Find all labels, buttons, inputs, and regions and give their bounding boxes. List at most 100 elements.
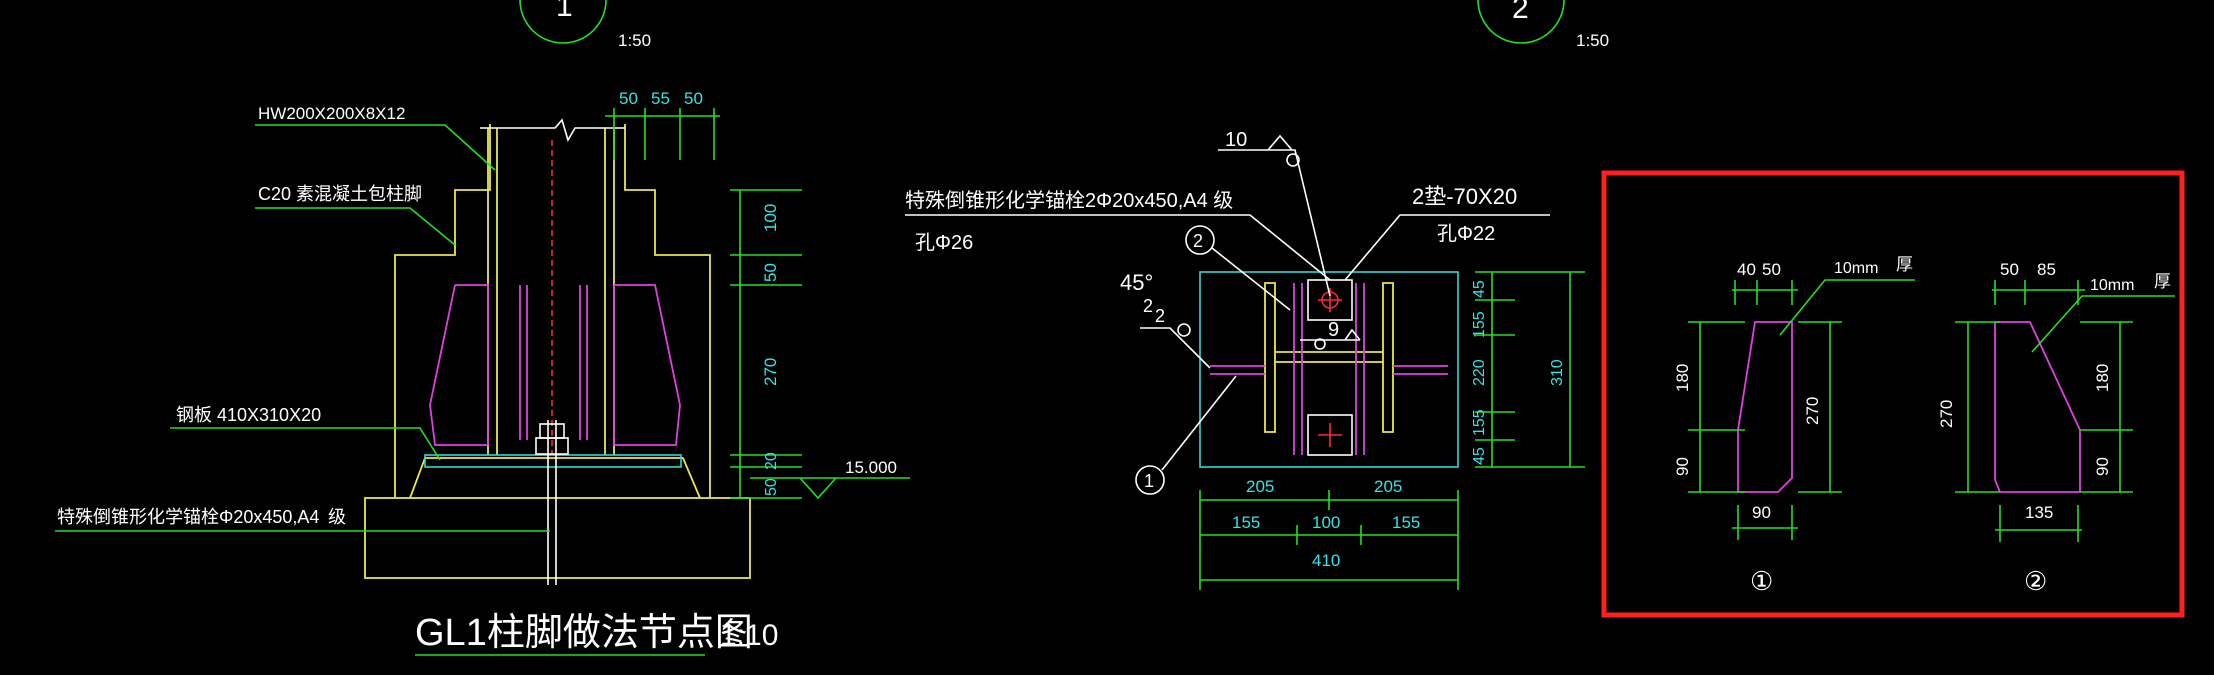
- plate-1-dim-right: [1798, 321, 1842, 493]
- plate-1-thickness-suffix: 厚: [1896, 255, 1913, 274]
- plate-2-dim-right-1: 180: [2093, 364, 2112, 392]
- plate-2-dim-right-2: 90: [2093, 457, 2112, 476]
- plate-1-thickness: 10mm: [1834, 260, 1878, 277]
- label-anchor-plan: 特殊倒锥形化学锚栓2Φ20x450,A4 级: [905, 189, 1233, 212]
- weld-size-top: 10: [1225, 129, 1247, 151]
- plan-dim-right-total: 310: [1549, 359, 1566, 386]
- weld-circle-left: [1177, 323, 1191, 337]
- view-marker-scale: 1:50: [618, 31, 651, 50]
- plan-dim-bottom-a2: 205: [1374, 477, 1402, 496]
- plate-2-dim-top-2: 85: [2037, 260, 2056, 279]
- leader-anchor-plan: [905, 214, 1331, 281]
- stiffener-plate-2: 50 85 10mm 厚 270 180 90 135 ②: [1937, 260, 2175, 596]
- plate-2-dim-bottom: [1995, 505, 2082, 542]
- plate-2-dim-left: [1955, 321, 2000, 493]
- plan-dim-lines-bottom: [1199, 490, 1459, 590]
- column-break-line: [480, 118, 625, 142]
- leader-steel: [255, 124, 496, 171]
- plate-2-thickness-leader: [2031, 295, 2175, 353]
- dim-top-1: 50: [619, 89, 638, 108]
- plan-view: 10 特殊倒锥形化学锚栓2Φ20x450,A4 级 孔Φ26 2垫-70X20 …: [905, 129, 1585, 590]
- section-title-scale: 1:10: [720, 619, 778, 652]
- foundation-block: [364, 497, 751, 579]
- weld-left-b: 2: [1155, 306, 1165, 326]
- weld-circle-top: [1286, 153, 1300, 167]
- plan-dim-bottom-c1: 410: [1312, 551, 1340, 570]
- label-anchor: 特殊倒锥形化学锚栓Φ20x450,A4: [57, 507, 319, 527]
- weld-leader-left: [1140, 327, 1211, 369]
- leader-plate: [170, 427, 441, 461]
- stiffener-plate-1: 40 50 10mm 厚 180 90 270 90 ①: [1673, 255, 1915, 596]
- anchor-rib-plates: [519, 285, 588, 440]
- plate-1-dim-left-1: 180: [1673, 364, 1692, 392]
- plan-dim-right-5: 45: [1471, 447, 1488, 465]
- weld-left-a: 2: [1143, 296, 1153, 316]
- dim-right-5: 50: [763, 478, 780, 496]
- dim-right-3: 270: [761, 358, 780, 386]
- dim-lines-top: [605, 108, 720, 160]
- plan-marker-1-leader: [1161, 375, 1237, 471]
- anchor-washer: [535, 437, 569, 455]
- view-marker-number: 2: [1512, 0, 1529, 25]
- plan-dim-right-4: 155: [1471, 409, 1488, 436]
- dim-top-3: 50: [684, 89, 703, 108]
- leader-concrete: [255, 207, 456, 246]
- label-angle: 45°: [1120, 270, 1153, 295]
- plan-dim-bottom-b1: 155: [1232, 513, 1260, 532]
- base-plate: [424, 454, 682, 468]
- base-plate-plan: [1199, 271, 1459, 468]
- stiffener-right: [613, 284, 681, 446]
- plan-marker-1-number: 1: [1144, 471, 1154, 491]
- anchor-washer-bottom: [1307, 414, 1353, 456]
- plan-marker-2-leader: [1211, 247, 1291, 311]
- plate-2-dim-top-1: 50: [2000, 260, 2019, 279]
- anchor-cross-top: [1318, 288, 1342, 312]
- plan-dim-bottom-b2: 100: [1312, 513, 1340, 532]
- view-marker-scale: 1:50: [1576, 31, 1609, 50]
- plate-1-id: ①: [1750, 566, 1773, 596]
- plan-marker-2-number: 2: [1193, 231, 1203, 251]
- label-hole-left: 孔Φ26: [915, 231, 973, 254]
- plan-dim-right-2: 155: [1471, 311, 1488, 338]
- plate-1-dim-right-val: 270: [1803, 397, 1822, 425]
- weld-leader-top: [1218, 134, 1331, 297]
- plan-dim-right-1: 45: [1471, 280, 1488, 298]
- dim-right-1: 100: [761, 204, 780, 232]
- plate-2-thickness-suffix: 厚: [2154, 272, 2171, 291]
- label-plate: 钢板 410X310X20: [176, 405, 321, 425]
- stiffener-left: [429, 284, 489, 446]
- plate-1-dim-bottom-val: 90: [1752, 503, 1771, 522]
- dim-top-2: 55: [651, 89, 670, 108]
- h-column-section: [1264, 282, 1394, 433]
- plate-1-dim-left: [1688, 321, 1745, 493]
- view-marker-circle: [519, 0, 607, 44]
- anchor-cross-bottom: [1318, 423, 1342, 447]
- section-view: HW200X200X8X12 C20 素混凝土包柱脚 钢板 410X310X20…: [55, 89, 910, 656]
- grout-slope: [409, 457, 701, 499]
- label-concrete: C20 素混凝土包柱脚: [258, 184, 422, 204]
- elevation-marker: [750, 477, 910, 500]
- leader-washer: [1344, 214, 1550, 281]
- plate-2-dim-right: [2080, 321, 2133, 493]
- plate-2-dim-left-val: 270: [1937, 400, 1956, 428]
- plan-dim-bottom-b3: 155: [1392, 513, 1420, 532]
- plate-1-dim-bottom: [1732, 505, 1798, 540]
- plan-dim-lines-right: [1475, 271, 1585, 468]
- plate-1-dim-top: [1732, 280, 1798, 305]
- plate-2-dim-top: [1992, 280, 2085, 305]
- label-washer: 2垫-70X20: [1412, 184, 1517, 209]
- view-marker-2: 2 1:50: [1477, 0, 1609, 50]
- weld-leader-mid: [1300, 328, 1361, 341]
- plate-2-dim-bottom-val: 135: [2025, 503, 2053, 522]
- view-marker-circle: [1477, 0, 1565, 44]
- plate-1-thickness-leader: [1779, 279, 1915, 336]
- section-title: GL1柱脚做法节点图: [415, 612, 753, 654]
- plan-dim-right-3: 220: [1471, 359, 1488, 386]
- stiffener-details: 40 50 10mm 厚 180 90 270 90 ① 50 85 10mm …: [1601, 170, 2185, 618]
- plate-1-outline: [1737, 321, 1793, 493]
- stiffeners-plan: [1210, 283, 1448, 455]
- highlight-box: [1601, 170, 2185, 618]
- plate-1-dim-left-2: 90: [1673, 457, 1692, 476]
- plan-marker-1: [1135, 465, 1165, 495]
